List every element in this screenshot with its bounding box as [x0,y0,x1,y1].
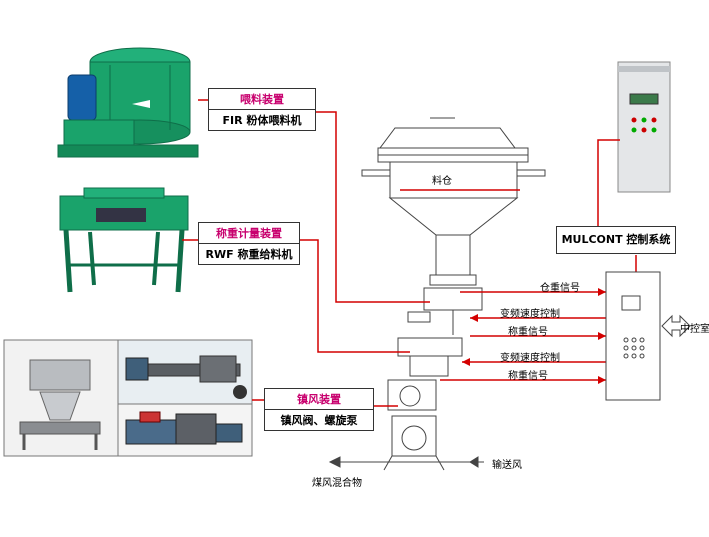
signal-arrows [462,288,606,384]
signal-label-silo-weight: 仓重信号 [540,283,580,294]
signal-label-weigh-1: 称重信号 [508,327,548,338]
coal-air-mixture-label: 煤风混合物 [312,478,362,489]
conveying-air-label: 输送风 [492,460,522,471]
rwf-weigher-machine-image [59,187,189,293]
control-system-label-box: MULCONT 控制系统 [556,226,676,254]
weigher-label-box: 称重计量装置 RWF 称重给料机 [198,222,300,265]
central-room-label: 中控室 [680,324,709,335]
connection-lines [182,99,637,407]
feeder-title: 喂料装置 [209,89,315,110]
control-system-title: MULCONT 控制系统 [561,233,671,246]
air-flow-arrows [328,456,484,468]
feeder-subtitle: FIR 粉体喂料机 [222,114,302,127]
signal-label-weigh-2: 称重信号 [508,371,548,382]
central-room-arrow [661,314,691,338]
lock-label-box: 镇风装置 镇风阀、螺旋泵 [264,388,374,431]
weigher-subtitle: RWF 称重给料机 [205,248,293,261]
signal-label-vfd-speed-2: 变频速度控制 [500,353,560,364]
weigher-title: 称重计量装置 [199,223,299,244]
controller-unit [605,271,661,401]
lock-subtitle: 镇风阀、螺旋泵 [280,414,358,427]
fir-feeder-machine-image [52,42,202,170]
lock-title: 镇风装置 [265,389,373,410]
control-cabinet-image [617,61,671,193]
equipment-photo-grid [3,339,253,457]
feeder-label-box: 喂料装置 FIR 粉体喂料机 [208,88,316,131]
silo-process-drawing [340,117,546,471]
silo-label: 料仓 [432,176,452,187]
signal-label-vfd-speed-1: 变频速度控制 [500,309,560,320]
